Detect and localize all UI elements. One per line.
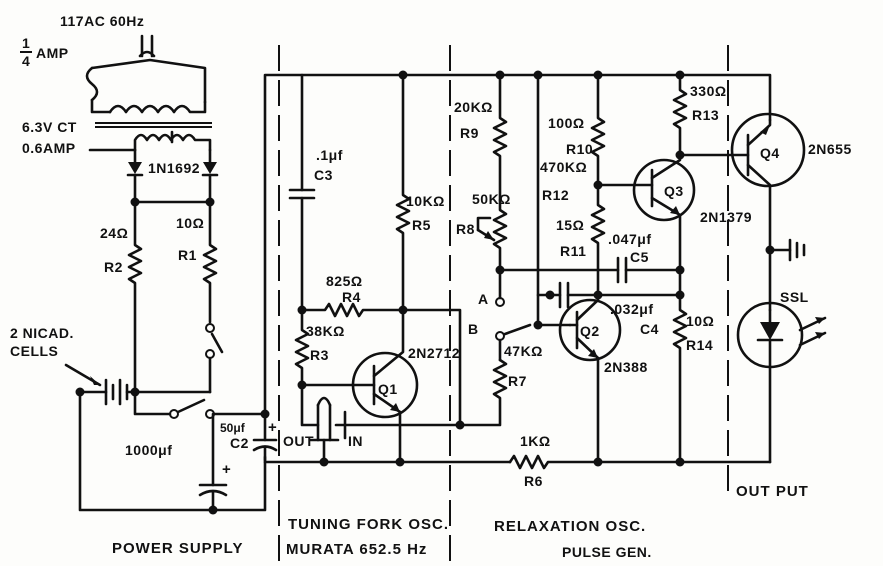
label-r1-val: 10Ω xyxy=(176,215,204,231)
label-r4: R4 xyxy=(342,289,361,305)
label-r2-val: 24Ω xyxy=(100,225,128,241)
label-fuse-den: 4 xyxy=(22,53,30,69)
label-q4: Q4 xyxy=(760,145,780,161)
label-diode: 1N1692 xyxy=(148,160,200,176)
section-pulse-gen: PULSE GEN. xyxy=(562,544,652,560)
label-r1: R1 xyxy=(178,247,197,263)
label-r10-val: 100Ω xyxy=(548,115,585,131)
label-trans-amp: 0.6AMP xyxy=(22,140,76,156)
c2-plus: + xyxy=(268,419,278,436)
label-q2-type: 2N388 xyxy=(604,359,648,375)
section-output: OUT PUT xyxy=(736,483,809,500)
label-out: OUT xyxy=(283,433,314,449)
label-r7-val: 47KΩ xyxy=(504,343,543,359)
label-ac-supply: 117AC 60Hz xyxy=(60,13,144,29)
label-r7: R7 xyxy=(508,373,527,389)
label-r5-val: 10KΩ xyxy=(406,193,445,209)
label-c5: C5 xyxy=(630,249,649,265)
label-c3: C3 xyxy=(314,167,333,183)
label-q3-type: 2N1379 xyxy=(700,209,752,225)
label-c1-val: 1000μf xyxy=(125,442,172,458)
label-q4-type: 2N655 xyxy=(808,141,852,157)
section-dividers xyxy=(278,45,729,566)
label-r11-val: 15Ω xyxy=(556,217,584,233)
label-r10: R10 xyxy=(566,141,593,157)
label-r13-val: 330Ω xyxy=(690,83,727,99)
section-relaxation: RELAXATION OSC. xyxy=(494,518,646,535)
section-labels: POWER SUPPLY TUNING FORK OSC. MURATA 652… xyxy=(112,483,809,560)
label-pt-a: A xyxy=(478,291,489,307)
c1-plus: + xyxy=(222,461,232,478)
label-r6-val: 1KΩ xyxy=(520,433,551,449)
label-r14: R14 xyxy=(686,337,713,353)
label-r6: R6 xyxy=(524,473,543,489)
label-r9-val: 20KΩ xyxy=(454,99,493,115)
label-r3-val: 38KΩ xyxy=(306,323,345,339)
label-r11: R11 xyxy=(560,243,586,259)
label-r4-val: 825Ω xyxy=(326,273,363,289)
label-r3: R3 xyxy=(310,347,329,363)
label-r13: R13 xyxy=(692,107,719,123)
label-trans-volt: 6.3V CT xyxy=(22,119,77,135)
label-q3: Q3 xyxy=(664,183,684,199)
label-fuse-num: 1 xyxy=(22,35,30,51)
label-cells2: CELLS xyxy=(10,343,58,359)
label-r8: R8 xyxy=(456,221,475,237)
label-c3-val: .1μf xyxy=(316,147,343,163)
label-c4: C4 xyxy=(640,321,659,337)
label-r5: R5 xyxy=(412,217,431,233)
label-c2-val: 50μf xyxy=(220,421,246,435)
power-supply-section: + + xyxy=(64,34,682,515)
section-power-supply: POWER SUPPLY xyxy=(112,540,243,557)
label-fuse-unit: AMP xyxy=(36,45,69,61)
label-q1: Q1 xyxy=(378,381,398,397)
label-r9: R9 xyxy=(460,125,479,141)
label-r14-val: 10Ω xyxy=(686,313,714,329)
label-r12-val: 470KΩ xyxy=(540,159,587,175)
label-q1-type: 2N2712 xyxy=(408,345,460,361)
label-c4-val: .032μf xyxy=(610,301,653,317)
label-c2: C2 xyxy=(230,435,249,451)
label-c5-val: .047μf xyxy=(608,231,651,247)
component-labels: 117AC 60Hz 1 4 AMP 6.3V CT 0.6AMP 1N1692… xyxy=(10,13,852,489)
label-cells: 2 NICAD. xyxy=(10,325,74,341)
label-r8-val: 50KΩ xyxy=(472,191,511,207)
label-q2: Q2 xyxy=(580,323,600,339)
section-murata: MURATA 652.5 Hz xyxy=(286,541,427,558)
label-in: IN xyxy=(348,433,363,449)
label-r12: R12 xyxy=(542,187,569,203)
relaxation-section xyxy=(458,70,696,470)
output-section xyxy=(672,70,827,464)
label-r2: R2 xyxy=(104,259,123,275)
label-pt-b: B xyxy=(468,321,479,337)
label-ssl: SSL xyxy=(780,289,809,305)
section-tuning-fork: TUNING FORK OSC. xyxy=(288,516,449,533)
